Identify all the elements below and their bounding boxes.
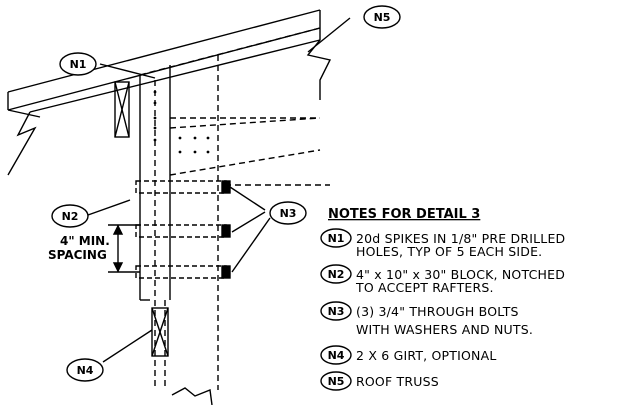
bolt-nuts (221, 180, 231, 279)
svg-text:HOLES, TYP OF 5 EACH SIDE.: HOLES, TYP OF 5 EACH SIDE. (356, 244, 542, 259)
spike-dots (153, 90, 210, 154)
svg-text:N5: N5 (374, 11, 391, 24)
callout-n1: N1 (59, 52, 97, 76)
svg-text:N2: N2 (62, 210, 79, 223)
svg-text:4" x 10" x 30" BLOCK, NOTCHED: 4" x 10" x 30" BLOCK, NOTCHED (356, 267, 565, 282)
note-n3: N3 (3) 3/4" THROUGH BOLTS WITH WASHERS A… (320, 301, 533, 337)
notes-heading: NOTES FOR DETAIL 3 (328, 207, 480, 222)
svg-text:N4: N4 (77, 364, 94, 377)
roof-truss-dashed (139, 27, 330, 186)
leaders (87, 17, 351, 363)
callout-n4: N4 (66, 358, 104, 382)
svg-text:(3) 3/4" THROUGH BOLTS: (3) 3/4" THROUGH BOLTS (356, 304, 519, 319)
svg-text:N1: N1 (328, 232, 345, 245)
post-dashed (154, 55, 219, 390)
note-n4: N4 2 X 6 GIRT, OPTIONAL (320, 345, 497, 365)
svg-text:N2: N2 (328, 268, 345, 281)
svg-text:2 X 6 GIRT, OPTIONAL: 2 X 6 GIRT, OPTIONAL (356, 348, 497, 363)
bolts (135, 180, 227, 279)
callout-n2: N2 (51, 204, 89, 228)
callout-n5: N5 (363, 5, 401, 29)
bottom-break (171, 387, 213, 405)
spacing-label-line2: SPACING (48, 248, 107, 262)
note-n5: N5 ROOF TRUSS (320, 371, 439, 391)
svg-text:N3: N3 (280, 207, 297, 220)
roof-truss-upper (7, 9, 332, 176)
note-n1: N1 20d SPIKES IN 1/8" PRE DRILLED HOLES,… (320, 228, 565, 259)
svg-text:20d SPIKES IN 1/8" PRE DRILLED: 20d SPIKES IN 1/8" PRE DRILLED (356, 231, 565, 246)
rafter-blocking (114, 81, 130, 138)
svg-text:TO ACCEPT RAFTERS.: TO ACCEPT RAFTERS. (355, 280, 494, 295)
svg-text:WITH WASHERS AND NUTS.: WITH WASHERS AND NUTS. (356, 322, 533, 337)
girt (151, 307, 169, 357)
svg-text:N3: N3 (328, 305, 345, 318)
block (139, 65, 171, 301)
spacing-label-line1: 4" MIN. (60, 234, 110, 248)
svg-text:N1: N1 (70, 58, 87, 71)
svg-text:ROOF TRUSS: ROOF TRUSS (356, 374, 439, 389)
note-n2: N2 4" x 10" x 30" BLOCK, NOTCHED TO ACCE… (320, 264, 565, 295)
spacing-dimension (108, 224, 140, 273)
svg-text:N5: N5 (328, 375, 345, 388)
svg-text:N4: N4 (328, 349, 345, 362)
callout-n3: N3 (269, 201, 307, 225)
